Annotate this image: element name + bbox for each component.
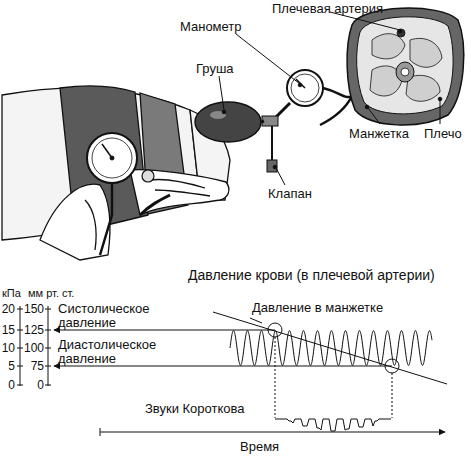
part-label: Груша <box>196 62 234 76</box>
chart-title: Давление крови (в плечевой артерии) <box>188 268 435 283</box>
part-label: Плечо <box>424 127 462 141</box>
tick-label: 15 <box>2 324 15 337</box>
curve-label: Систолическое давление <box>58 302 168 330</box>
tick-label: 0 <box>8 379 15 392</box>
tick-label: 75 <box>31 360 44 373</box>
axis-label: Время <box>240 440 279 454</box>
sphygmomanometer <box>195 70 352 172</box>
arm-cross-section <box>347 8 464 125</box>
hand-gauge <box>87 133 170 255</box>
tick-label: 5 <box>8 360 15 373</box>
curve-label: Звуки Короткова <box>145 402 245 416</box>
curve-label: Диастолическое давление <box>58 338 178 366</box>
part-label: Плечевая артерия <box>272 2 383 16</box>
pressure-wave <box>230 331 432 366</box>
tick-label: 10 <box>2 342 15 355</box>
tick-label: 150 <box>24 303 44 316</box>
curve-label: Давление в манжетке <box>252 301 383 315</box>
tick-label: 125 <box>24 324 44 337</box>
arm-with-cuff <box>2 86 230 260</box>
tick-label: 0 <box>37 379 44 392</box>
axis-unit: кПа <box>2 287 21 299</box>
axis-unit: мм рт. ст. <box>28 287 74 299</box>
tick-label: 20 <box>2 303 15 316</box>
korotkov-sounds <box>275 419 391 431</box>
part-label: Манжетка <box>349 127 409 141</box>
part-label: Манометр <box>180 20 242 34</box>
part-label: Клапан <box>268 187 312 201</box>
leader-lines <box>219 12 442 185</box>
tick-label: 100 <box>24 342 44 355</box>
